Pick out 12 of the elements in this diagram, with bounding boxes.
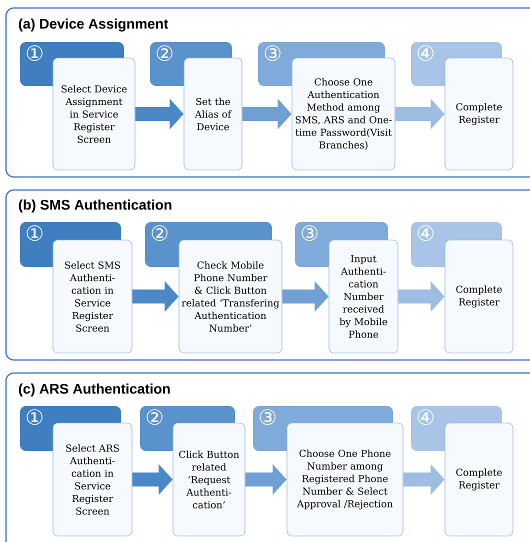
step-box: Choose One Phone Number among Registered Phone Number & Select Approval /Rejection (286, 422, 404, 536)
step-box: Select Device Assignment in Service Register Screen (52, 58, 136, 170)
step-box: Check Mobile Phone Number & Click Button related ‘Transfering Authentication Number’ (178, 240, 282, 354)
step-box: Complete Register (444, 240, 514, 354)
step-box: Complete Register (444, 58, 514, 170)
step-box: Input Authenti- cation Number received by Mobile Phone (328, 240, 398, 354)
step-box: Select ARS Authenti- cation in Service Register Screen (52, 422, 132, 536)
step-box: Set the Alias of Device (184, 58, 242, 170)
step-box: Complete Register (444, 422, 514, 536)
step-box: Click Button related ‘Request Authenti- cation’ (172, 422, 246, 536)
step-box: Choose One Authentication Method among SMS, ARS and One-time Password(Visit Branches) (292, 58, 396, 170)
step-box: Select SMS Authenti- cation in Service Register Screen (52, 240, 132, 354)
